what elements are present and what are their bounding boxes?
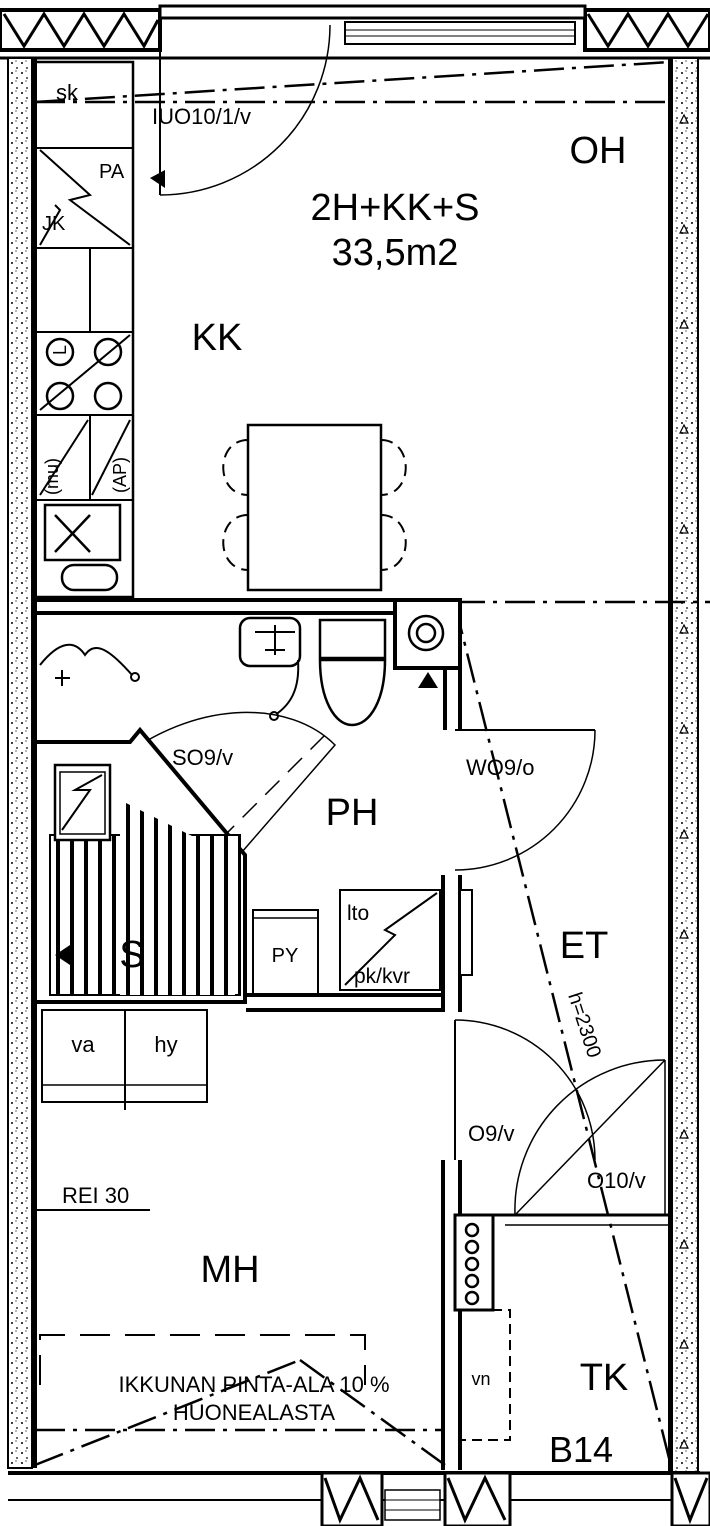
fixture-label-vn: vn — [471, 1369, 490, 1389]
room-label-kk: KK — [192, 317, 243, 359]
room-label-mh: MH — [200, 1249, 259, 1291]
sauna — [33, 726, 247, 1004]
fixture-label-py: PY — [272, 945, 299, 967]
door-label-iuo: IUO10/1/v — [152, 104, 251, 129]
fixture-label-mu: (mu) — [42, 458, 62, 495]
window-area-note-line1: IKKUNAN PINTA-ALA 10 % — [118, 1372, 389, 1397]
room-label-et: ET — [560, 925, 609, 967]
room-label-oh: OH — [570, 130, 627, 172]
laundry-shelving — [41, 1009, 208, 1110]
radiator — [453, 1213, 495, 1312]
door-label-wo: WO9/o — [466, 755, 534, 780]
entrance-door — [150, 20, 331, 196]
vn-cabinet — [459, 1309, 511, 1441]
unit-code: B14 — [549, 1429, 613, 1470]
right-wall — [668, 57, 699, 1474]
fire-rating-note: REI 30 — [62, 1183, 129, 1208]
kitchen — [33, 60, 407, 599]
left-wall — [7, 57, 37, 1469]
fixture-label-jk: JK — [42, 213, 66, 235]
room-label-ph: PH — [326, 792, 379, 834]
room-label-s: S — [119, 934, 144, 976]
fixture-label-ap: (AP) — [110, 457, 130, 493]
door-label-o10: O10/v — [587, 1168, 646, 1193]
entry-doors — [454, 729, 666, 1216]
fixture-label-va: va — [71, 1032, 95, 1057]
reference-lines — [34, 60, 710, 1471]
apartment-type: 2H+KK+S — [311, 187, 480, 229]
bathroom — [39, 616, 441, 996]
apartment-area: 33,5m2 — [332, 232, 459, 274]
window-area — [39, 1334, 366, 1385]
interior-walls — [35, 598, 462, 1470]
fixture-label-pa: PA — [99, 161, 125, 183]
fixture-label-l: L — [50, 345, 70, 355]
door-label-so: SO9/v — [172, 745, 233, 770]
room-label-tk: TK — [580, 1357, 629, 1399]
fixture-label-hy: hy — [154, 1032, 177, 1057]
door-label-o9: O9/v — [468, 1121, 514, 1146]
service-shaft — [393, 598, 462, 688]
height-note: h=2300 — [563, 990, 605, 1061]
window-area-note-line2: HUONEALASTA — [173, 1400, 336, 1425]
top-wall — [0, 4, 710, 60]
fixture-label-lto: lto — [347, 902, 369, 925]
fixture-label-pk: pk/kvr — [354, 965, 410, 988]
fixture-label-sk: sk — [56, 80, 79, 105]
bottom-wall — [8, 1471, 710, 1526]
coat-rack — [459, 889, 473, 976]
